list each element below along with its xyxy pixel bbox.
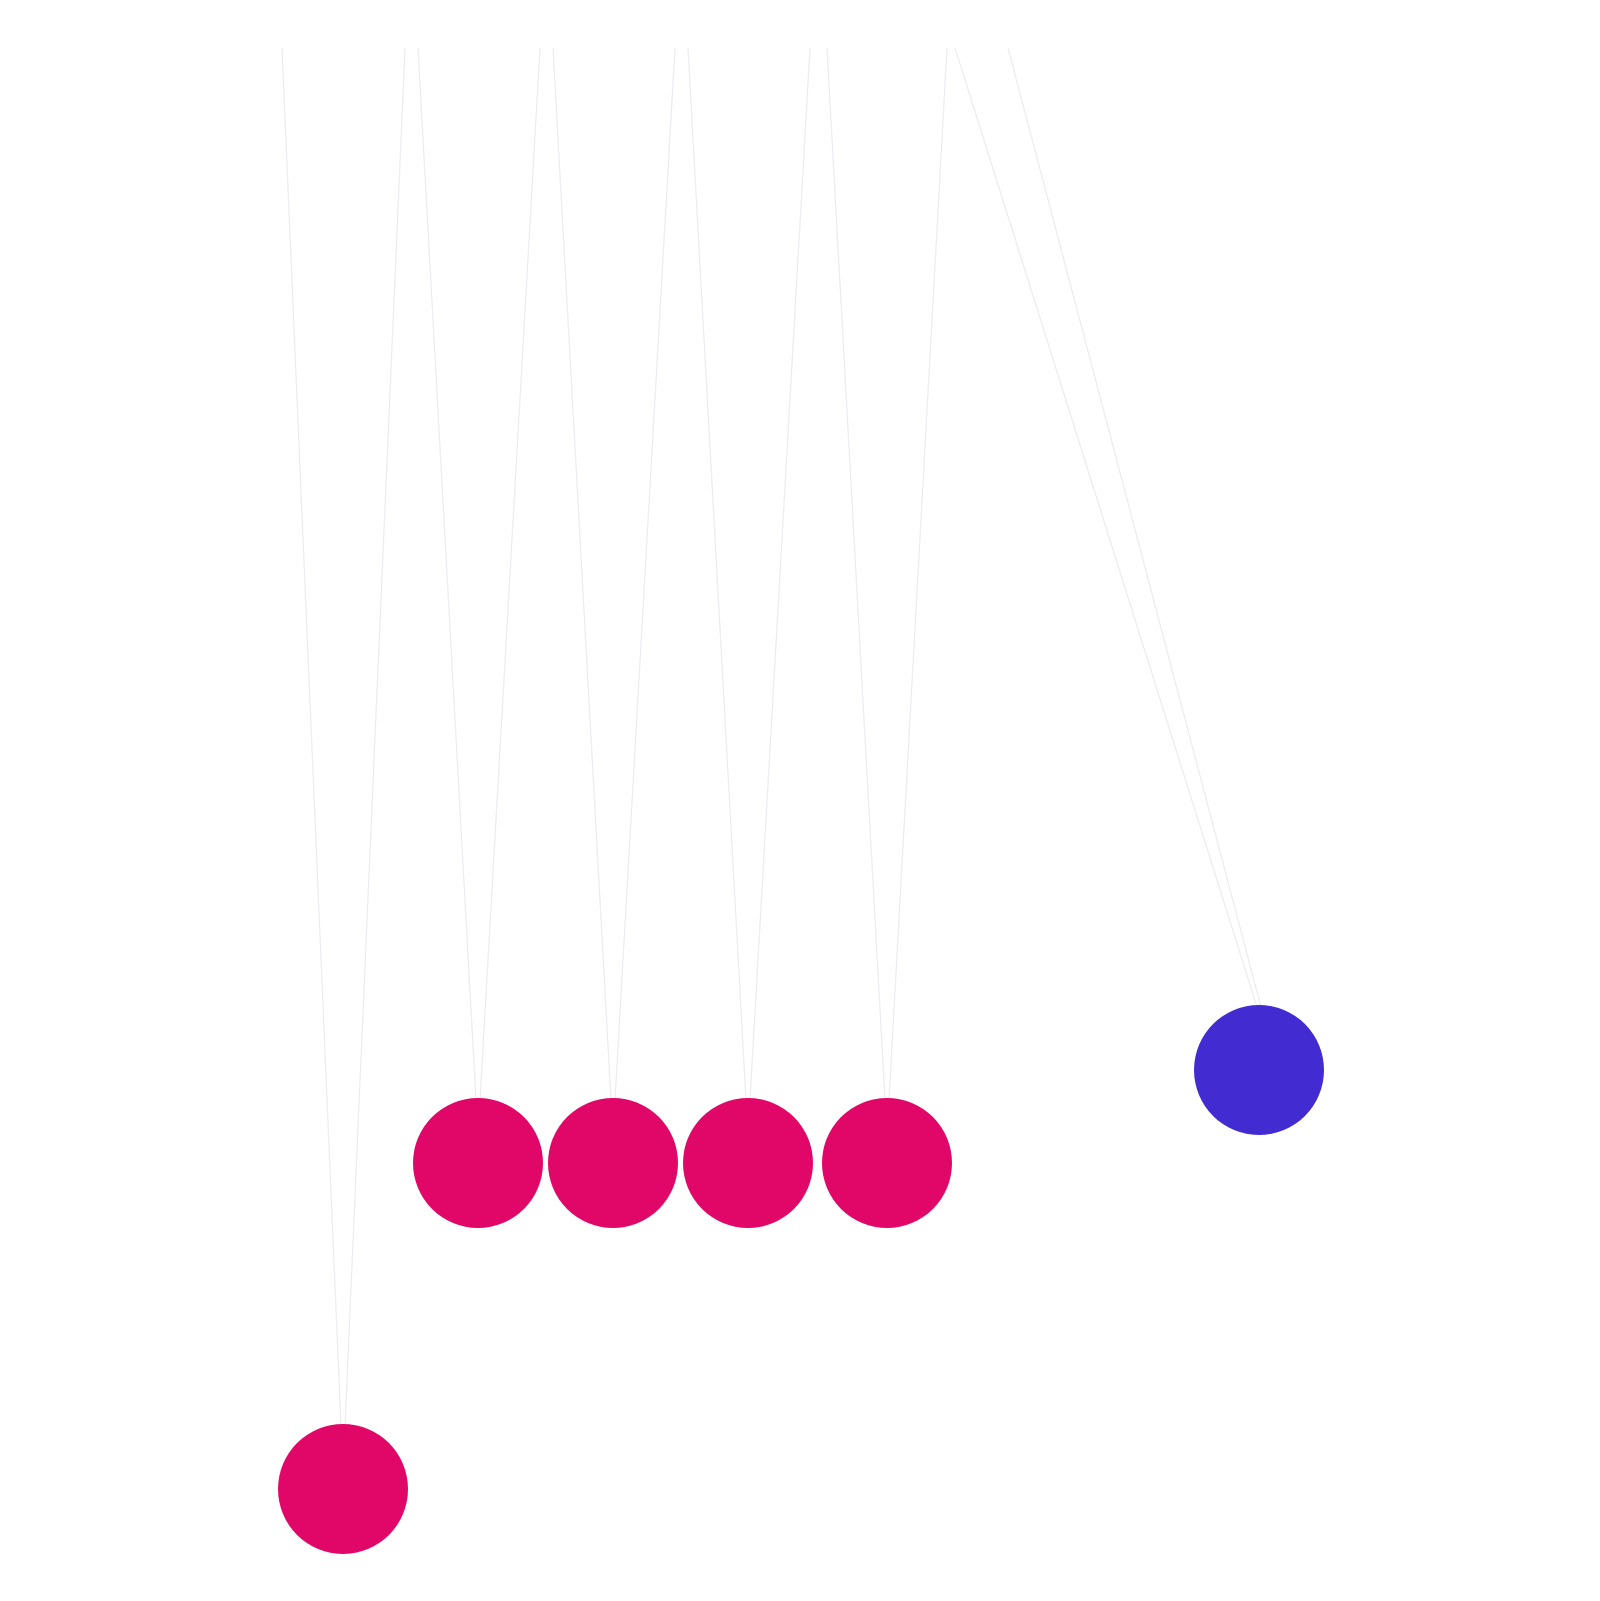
pendulum-ball-5 — [822, 1098, 952, 1228]
pendulum-string — [417, 47, 477, 1101]
pendulum-string — [1007, 47, 1262, 1008]
pendulum-string — [888, 47, 948, 1101]
pendulum-ball-2 — [413, 1098, 543, 1228]
pendulum-string — [826, 47, 886, 1101]
pendulum-ball-6 — [1194, 1005, 1324, 1135]
pendulum-string — [954, 47, 1258, 1008]
pendulum-string — [552, 47, 612, 1101]
pendulum-ball-4 — [683, 1098, 813, 1228]
pendulum-string — [281, 47, 342, 1427]
pendulum-string — [479, 47, 541, 1101]
pendulum-string — [687, 47, 747, 1101]
pendulum-string — [749, 47, 811, 1101]
pendulum-ball-1 — [278, 1424, 408, 1554]
pendulum-strings — [281, 47, 1262, 1427]
pendulum-string — [344, 47, 406, 1427]
pendulum-balls — [278, 1005, 1324, 1554]
pendulum-string — [614, 47, 676, 1101]
pendulum-ball-3 — [548, 1098, 678, 1228]
